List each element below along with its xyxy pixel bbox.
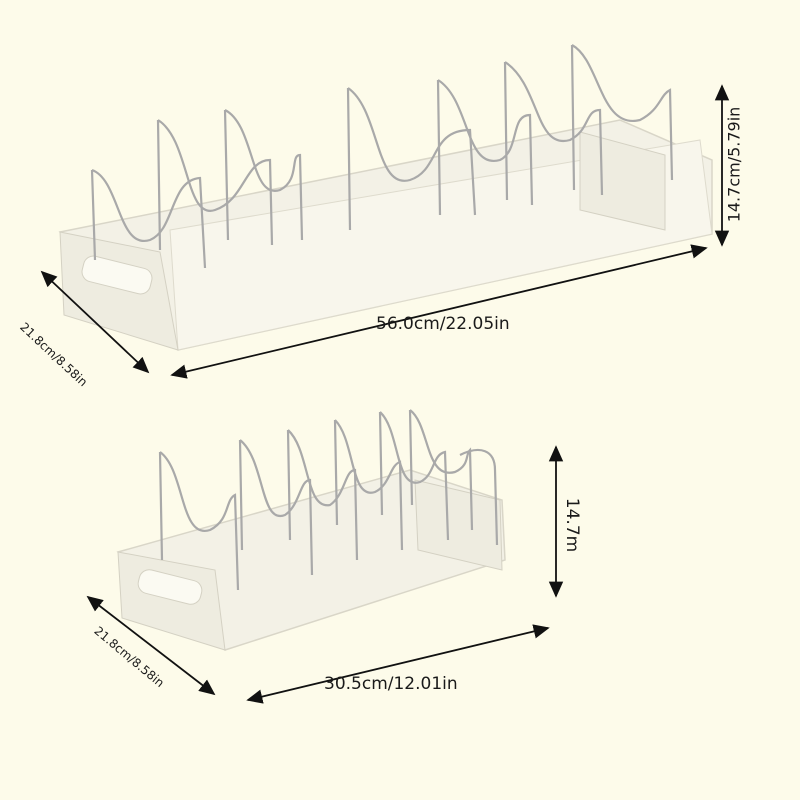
large-height-label: 14.7cm/5.79in <box>724 106 744 223</box>
large-rack <box>58 44 713 351</box>
small-height-label: 14.7m <box>562 497 583 553</box>
small-length-arrow <box>246 624 550 704</box>
small-depth-arrow <box>86 595 216 696</box>
small-rack <box>116 409 506 651</box>
large-depth-arrow <box>40 270 150 374</box>
large-length-arrow <box>170 244 708 379</box>
small-length-label: 30.5cm/12.01in <box>324 674 458 694</box>
large-length-label: 56.0cm/22.05in <box>376 314 510 334</box>
